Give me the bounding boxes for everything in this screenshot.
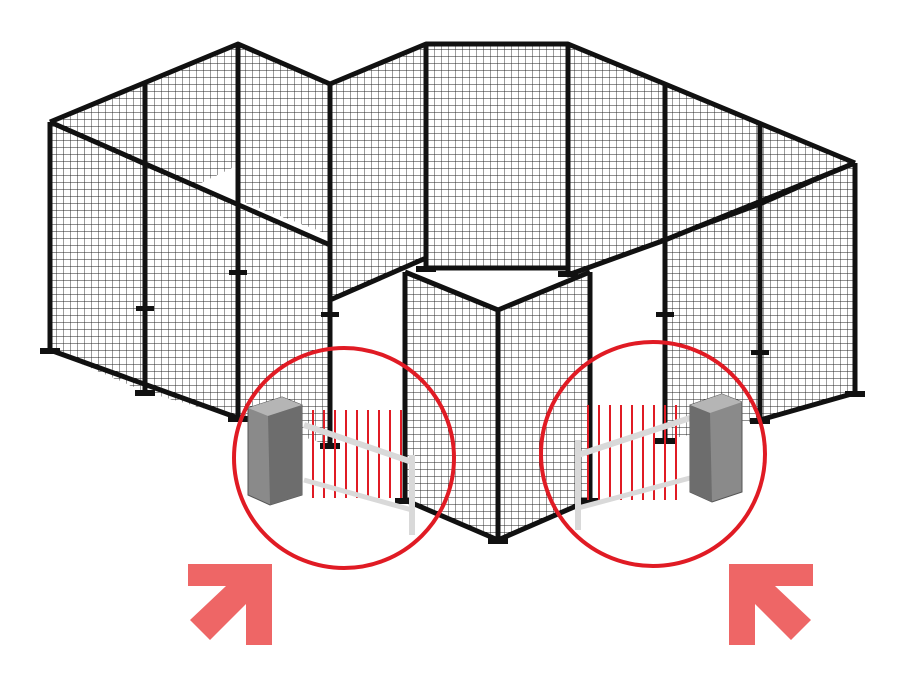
foot (580, 498, 600, 504)
left-barrier-arm-top (303, 422, 413, 465)
back-right-panel-a (568, 44, 665, 275)
left-gate-cabinet-top (248, 397, 302, 416)
back-left-panel-b (238, 44, 330, 235)
left-side-panel-b (145, 165, 238, 418)
foot (321, 312, 339, 317)
foot (135, 390, 155, 396)
left-gate-callout-circle (232, 346, 456, 570)
foot (488, 538, 508, 544)
left-entry-arrow (188, 564, 272, 645)
foot (845, 391, 865, 397)
front-left-panel (405, 272, 498, 540)
arrow-up-left-icon (729, 564, 813, 645)
frame-bottom-right (759, 390, 856, 423)
right-gate-cabinet-top (690, 394, 742, 413)
left-side-panel-a (50, 122, 145, 392)
foot (395, 498, 415, 504)
foot (416, 266, 436, 272)
foot (656, 312, 674, 317)
right-barrier-arm-bottom (577, 475, 691, 511)
left-gate-cabinet-side (268, 405, 302, 505)
foot (228, 416, 248, 422)
left-barrier-arm-bottom (303, 477, 413, 513)
right-gate-callout-circle (539, 340, 767, 568)
right-gate (539, 340, 767, 568)
foot (136, 306, 154, 311)
foot (558, 271, 578, 277)
front-right-panel (498, 272, 590, 540)
back-center-panel-a (330, 44, 426, 300)
arrow-up-right-icon (188, 564, 272, 645)
foot (751, 350, 769, 355)
right-gate-cabinet-side (690, 405, 712, 502)
right-side-panel-b (760, 163, 855, 420)
fence-back-panels (50, 44, 855, 300)
back-center-panel-b (426, 44, 568, 268)
left-gate (232, 346, 456, 570)
right-barrier-arm-top (577, 415, 691, 458)
right-entry-arrow (729, 564, 813, 645)
foot (229, 270, 247, 275)
foot (40, 348, 60, 354)
